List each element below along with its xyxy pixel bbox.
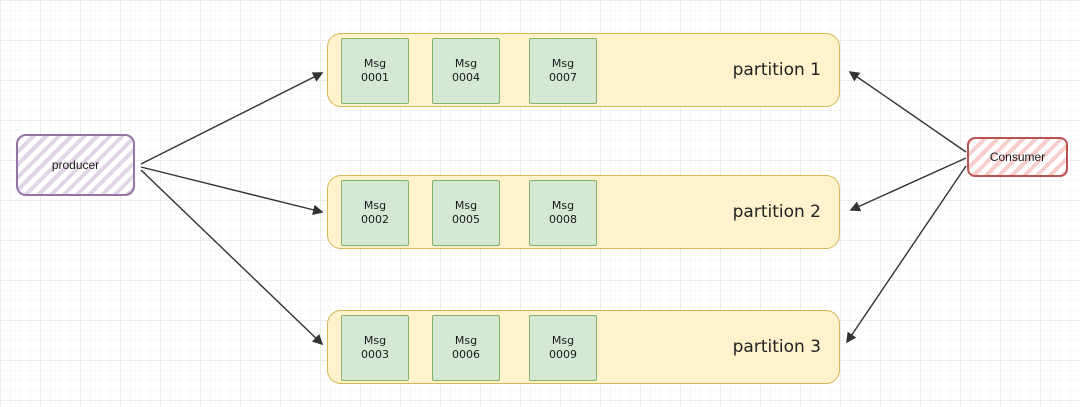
message-title: Msg (363, 334, 387, 348)
message-id: 0001 (361, 71, 389, 84)
message-id: 0006 (452, 348, 480, 361)
partition-2-node[interactable]: Msg 0002 Msg 0005 Msg 0008 partition 2 (327, 175, 840, 249)
message-box[interactable]: Msg 0004 (432, 38, 500, 104)
message-box[interactable]: Msg 0003 (341, 315, 409, 381)
message-title: Msg (363, 199, 387, 213)
partition-label: partition 2 (732, 202, 821, 222)
message-title: Msg (454, 334, 478, 348)
arrow-producer-to-partition-2[interactable] (140, 166, 324, 215)
message-box[interactable]: Msg 0009 (529, 315, 597, 381)
message-id: 0005 (452, 213, 480, 226)
message-title: Msg (551, 199, 575, 213)
message-id: 0008 (549, 213, 577, 226)
message-id: 0003 (361, 348, 389, 361)
arrow-consumer-to-partition-1[interactable] (848, 71, 967, 153)
producer-node[interactable]: producer (16, 134, 135, 196)
message-id: 0007 (549, 71, 577, 84)
partition-3-node[interactable]: Msg 0003 Msg 0006 Msg 0009 partition 3 (327, 310, 840, 384)
partition-label: partition 1 (732, 60, 821, 80)
producer-label: producer (51, 158, 100, 172)
arrow-consumer-to-partition-2[interactable] (849, 157, 967, 212)
message-box[interactable]: Msg 0008 (529, 180, 597, 246)
consumer-node[interactable]: Consumer (967, 137, 1068, 177)
message-box[interactable]: Msg 0007 (529, 38, 597, 104)
arrow-consumer-to-partition-3[interactable] (846, 165, 967, 344)
message-id: 0002 (361, 213, 389, 226)
message-box[interactable]: Msg 0001 (341, 38, 409, 104)
consumer-label: Consumer (989, 150, 1046, 164)
partition-label: partition 3 (732, 337, 821, 357)
message-title: Msg (454, 199, 478, 213)
message-title: Msg (551, 57, 575, 71)
message-title: Msg (551, 334, 575, 348)
message-title: Msg (454, 57, 478, 71)
arrow-producer-to-partition-3[interactable] (140, 169, 324, 346)
message-id: 0004 (452, 71, 480, 84)
partition-1-node[interactable]: Msg 0001 Msg 0004 Msg 0007 partition 1 (327, 33, 840, 107)
message-box[interactable]: Msg 0006 (432, 315, 500, 381)
message-title: Msg (363, 57, 387, 71)
message-box[interactable]: Msg 0002 (341, 180, 409, 246)
message-box[interactable]: Msg 0005 (432, 180, 500, 246)
arrow-producer-to-partition-1[interactable] (140, 72, 324, 165)
message-id: 0009 (549, 348, 577, 361)
